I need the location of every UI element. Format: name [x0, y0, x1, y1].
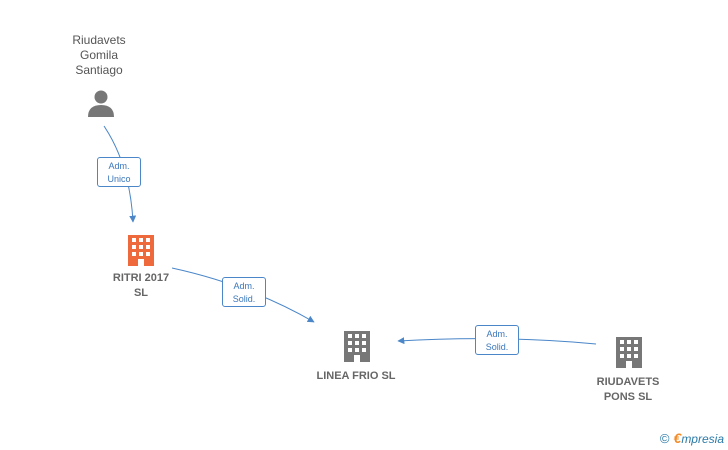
logo-name: mpresia: [681, 432, 724, 446]
edge-label-line: Solid.: [485, 342, 509, 352]
copyright-icon: ©: [659, 430, 670, 446]
person-icon[interactable]: [86, 88, 116, 118]
building-icon[interactable]: [126, 233, 156, 267]
edge-label-line: Solid.: [232, 294, 256, 304]
edge-label-adm-solid-pons: Adm. Solid.: [475, 325, 519, 355]
logo-initial: €: [673, 430, 682, 446]
riudavets-pons-company-label[interactable]: RIUDAVETS PONS SL: [596, 376, 660, 403]
edge-label-line: Adm.: [233, 281, 255, 291]
empresia-logo: €mpresia: [674, 430, 724, 446]
ritri-company-label[interactable]: RITRI 2017 SL: [112, 272, 170, 299]
edge-label-adm-unico: Adm. Unico: [97, 157, 141, 187]
edge-label-line: Adm.: [108, 161, 130, 171]
person-name-label: Riudavets Gomila Santiago: [72, 33, 126, 77]
edge-label-adm-solid-ritri: Adm. Solid.: [222, 277, 266, 307]
building-icon[interactable]: [342, 329, 372, 363]
empresia-brand: © €mpresia: [660, 430, 724, 446]
building-icon[interactable]: [614, 335, 644, 369]
edge-label-line: Unico: [107, 174, 131, 184]
edge-label-line: Adm.: [486, 329, 508, 339]
linea-company-label[interactable]: LINEA FRIO SL: [316, 370, 396, 382]
